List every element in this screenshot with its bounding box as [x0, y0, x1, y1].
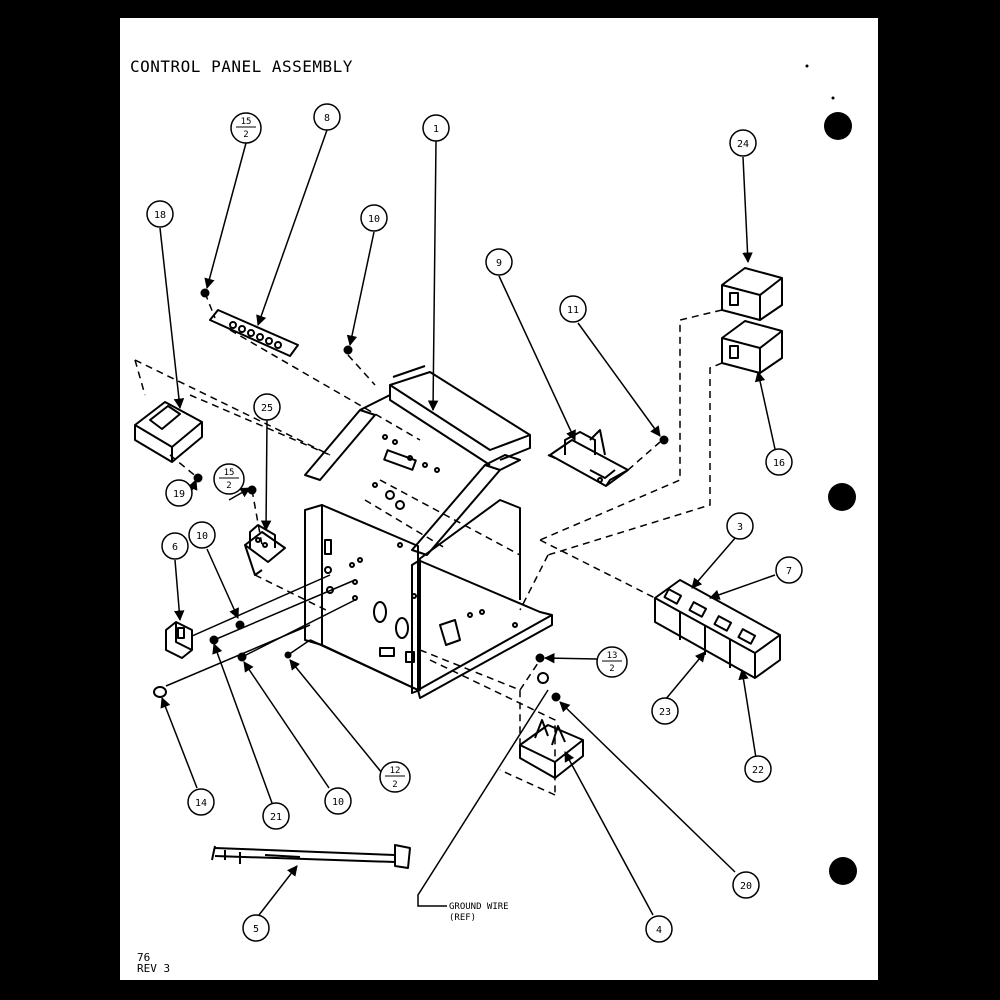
callout-11: 11 [559, 295, 587, 323]
svg-text:24: 24 [737, 139, 749, 150]
callout-23: 23 [651, 697, 679, 725]
callout-21: 21 [262, 802, 290, 830]
callout-22: 22 [744, 755, 772, 783]
callout-10-bottom: 10 [324, 787, 352, 815]
svg-text:2: 2 [243, 130, 248, 140]
svg-text:14: 14 [195, 798, 207, 809]
svg-text:6: 6 [172, 542, 178, 553]
callout-1: 1 [422, 114, 450, 142]
callout-8: 8 [313, 103, 341, 131]
switch-bank [654, 579, 781, 679]
callout-15-over-2-top: 15 2 [230, 112, 262, 144]
callout-16: 16 [765, 448, 793, 476]
callout-12-over-2: 12 2 [379, 761, 411, 793]
fastener-axes [165, 574, 356, 687]
svg-text:25: 25 [261, 403, 273, 414]
callout-24: 24 [729, 129, 757, 157]
svg-text:21: 21 [270, 812, 282, 823]
svg-text:2: 2 [609, 664, 614, 674]
svg-text:11: 11 [567, 305, 579, 316]
svg-text:23: 23 [659, 707, 671, 718]
part-24-relay [721, 267, 783, 321]
svg-text:13: 13 [607, 651, 618, 661]
svg-text:8: 8 [324, 113, 330, 124]
callout-7: 7 [775, 556, 803, 584]
svg-text:1: 1 [433, 124, 439, 135]
callout-14: 14 [187, 788, 215, 816]
callout-9: 9 [485, 248, 513, 276]
callout-20: 20 [732, 871, 760, 899]
callout-10-top: 10 [360, 204, 388, 232]
svg-text:2: 2 [226, 481, 231, 491]
callout-5: 5 [242, 914, 270, 942]
svg-text:4: 4 [656, 925, 662, 936]
part-9-transformer [547, 429, 629, 487]
svg-text:10: 10 [332, 797, 344, 808]
part-14-grommet [153, 686, 167, 698]
svg-text:12: 12 [390, 766, 401, 776]
callout-3: 3 [726, 512, 754, 540]
svg-text:GROUND WIRE: GROUND WIRE [449, 902, 509, 912]
svg-text:(REF): (REF) [449, 913, 476, 923]
ground-wire-note: GROUND WIRE (REF) [449, 902, 509, 923]
svg-text:5: 5 [253, 924, 259, 935]
registration-marks [805, 64, 857, 885]
svg-text:20: 20 [740, 881, 752, 892]
svg-text:9: 9 [496, 258, 502, 269]
svg-text:15: 15 [241, 117, 252, 127]
assembly-lines [134, 292, 723, 796]
part-25-relay [244, 524, 286, 576]
svg-text:15: 15 [224, 468, 235, 478]
part-16-relay [721, 320, 783, 374]
svg-text:10: 10 [368, 214, 380, 225]
svg-text:10: 10 [196, 531, 208, 542]
callout-6: 6 [161, 532, 189, 560]
ground-wire-leader [417, 689, 549, 907]
svg-text:3: 3 [737, 522, 743, 533]
page-number: 76 [137, 951, 151, 964]
svg-text:18: 18 [154, 210, 166, 221]
callout-18: 18 [146, 200, 174, 228]
part-6-switch [165, 621, 193, 659]
callout-leaders [159, 129, 776, 916]
callout-10-left: 10 [188, 521, 216, 549]
part-4-terminal-block [519, 719, 584, 779]
svg-text:2: 2 [392, 780, 397, 790]
svg-text:7: 7 [786, 566, 792, 577]
drawing-sheet [120, 18, 878, 980]
control-panel-box [304, 365, 553, 699]
svg-text:16: 16 [773, 458, 785, 469]
terminal-strip [209, 309, 299, 357]
callout-19: 19 [165, 479, 193, 507]
part-5-wire-harness [211, 844, 411, 869]
callout-13-over-2: 13 2 [596, 646, 628, 678]
page-title: CONTROL PANEL ASSEMBLY [130, 57, 353, 76]
revision-label: REV 3 [137, 962, 171, 975]
part-18-block [134, 401, 203, 463]
svg-text:22: 22 [752, 765, 764, 776]
callout-4: 4 [645, 915, 673, 943]
callout-15-over-2-mid: 15 2 [213, 463, 245, 495]
svg-text:19: 19 [173, 489, 185, 500]
callout-25: 25 [253, 393, 281, 421]
page-footer: 76 REV 3 [137, 952, 170, 974]
